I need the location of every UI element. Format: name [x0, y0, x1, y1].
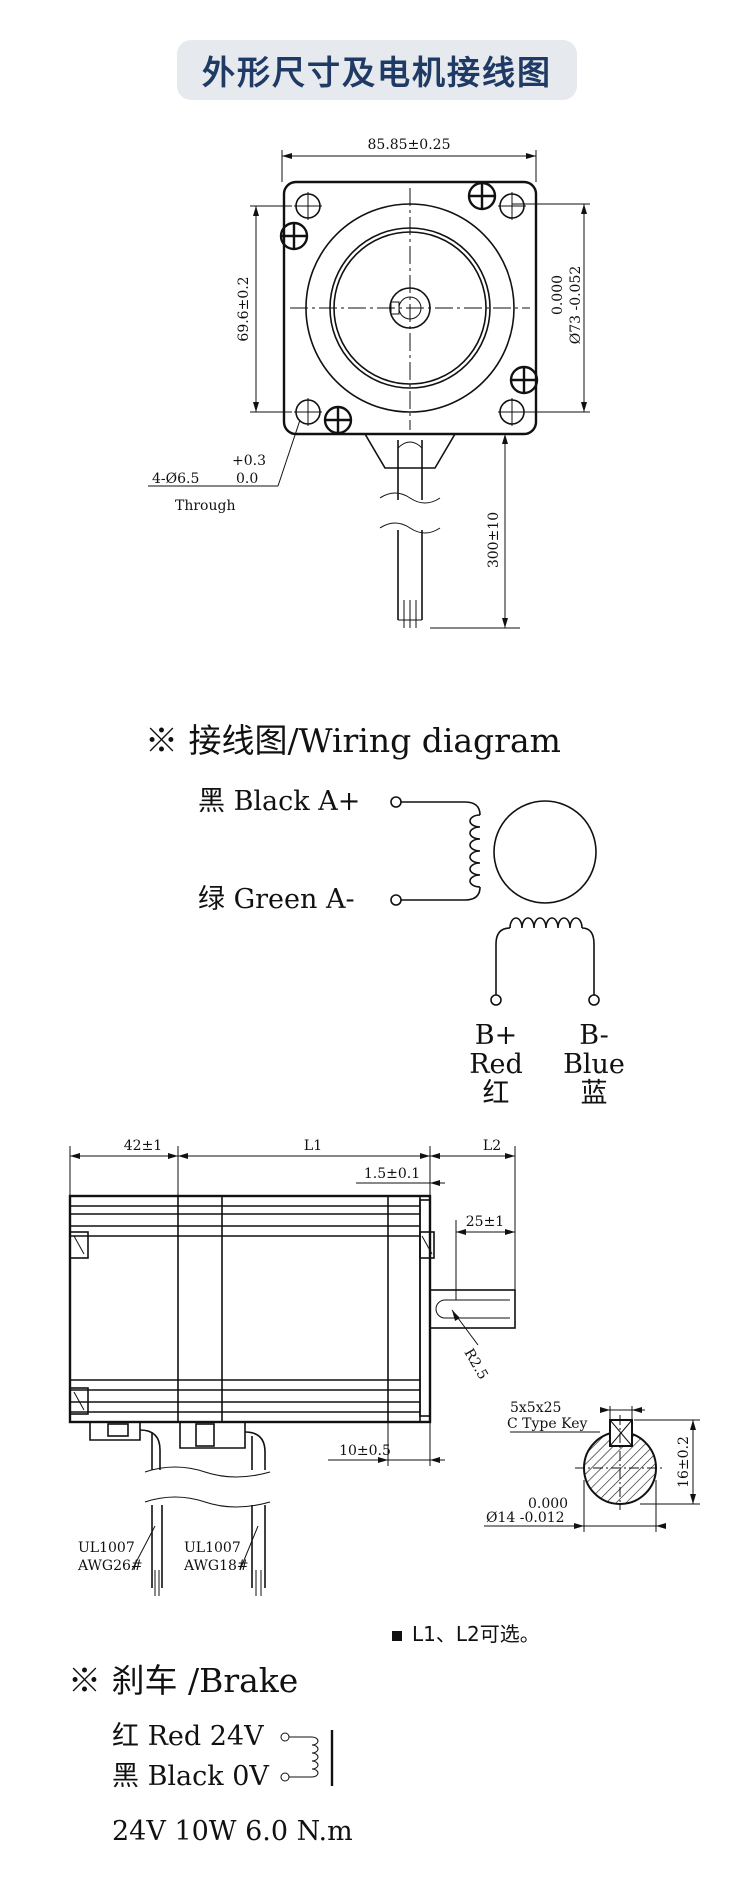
dim-R2-5: R2.5: [461, 1346, 491, 1382]
wiring-heading: ※ 接线图/Wiring diagram: [145, 721, 561, 760]
shaft-height-dim: 16±0.2: [676, 1436, 692, 1488]
dim-1-5: 1.5±0.1: [364, 1166, 420, 1182]
wire-a-minus-label: 绿 Green A-: [198, 884, 355, 915]
brake-section: ※ 刹车 /Brake 红 Red 24V 黑 Black 0V 24V 10W…: [68, 1661, 353, 1847]
front-view: 85.85±0.25 69.: [148, 137, 590, 629]
terminal-b-minus: [588, 994, 600, 1006]
bore-dimension: Ø73 -0.052: [568, 266, 584, 345]
dim-L2: L2: [483, 1138, 501, 1154]
wire-b-minus-color: Blue: [563, 1049, 625, 1080]
wire2-ul: UL1007: [184, 1540, 241, 1556]
wire-b-plus-color-cn: 红: [483, 1078, 510, 1109]
side-view: 42±1 L1 L2 1.5±0.1: [68, 1138, 700, 1596]
wire-b-plus-color: Red: [469, 1049, 523, 1080]
shaft-cross-section: 5x5x25 C Type Key 16±0.2 0.000 Ø14 -0.01…: [484, 1400, 700, 1532]
shaft-tolerance: 0.000: [528, 1496, 568, 1512]
bullet-square-icon: [392, 1630, 402, 1641]
key-size: 5x5x25: [510, 1400, 561, 1416]
brake-black-label: 黑 Black 0V: [112, 1761, 269, 1792]
page-title-badge: 外形尺寸及电机接线图: [177, 40, 577, 100]
shaft-diameter: Ø14 -0.012: [486, 1510, 565, 1526]
wire-b-minus-color-cn: 蓝: [581, 1078, 608, 1109]
wire1-awg: AWG26#: [77, 1558, 143, 1574]
options-note-text: L1、L2可选。: [412, 1622, 540, 1646]
brake-heading: ※ 刹车 /Brake: [68, 1661, 298, 1700]
dim-10: 10±0.5: [339, 1443, 391, 1459]
wire-b-plus-sign: B+: [475, 1020, 517, 1051]
brake-red-label: 红 Red 24V: [112, 1721, 264, 1752]
rotor-circle: [493, 800, 597, 904]
dim-L1: L1: [304, 1138, 322, 1154]
terminal-a-plus: [390, 796, 402, 808]
screw-icon: [509, 365, 539, 395]
dim-42: 42±1: [124, 1138, 162, 1154]
wire2-awg: AWG18#: [183, 1558, 249, 1574]
key-type: C Type Key: [507, 1416, 587, 1432]
wire-a-plus-label: 黑 Black A+: [198, 786, 360, 817]
options-note: L1、L2可选。: [392, 1618, 540, 1647]
brake-spec: 24V 10W 6.0 N.m: [112, 1816, 353, 1847]
wire-b-minus-sign: B-: [579, 1020, 608, 1051]
width-dimension: 85.85±0.25: [368, 137, 451, 153]
hole-lower-tolerance: 0.0: [236, 471, 258, 487]
screw-icon: [323, 405, 353, 435]
bore-tolerance: 0.000: [550, 275, 566, 315]
screw-icon: [467, 181, 497, 211]
page-title: 外形尺寸及电机接线图: [202, 53, 552, 92]
hole-dimension: 4-Ø6.5: [152, 471, 199, 487]
hole-through-label: Through: [175, 498, 235, 514]
wiring-diagram: ※ 接线图/Wiring diagram 黑 Black A+ 绿 Green …: [145, 721, 625, 1109]
hole-upper-tolerance: +0.3: [232, 453, 266, 469]
terminal-a-minus: [390, 894, 402, 906]
wire1-ul: UL1007: [78, 1540, 135, 1556]
cable-length-dimension: 300±10: [486, 512, 502, 568]
terminal-b-plus: [490, 994, 502, 1006]
screw-icon: [279, 221, 309, 251]
dim-25: 25±1: [466, 1214, 504, 1230]
height-dimension: 69.6±0.2: [236, 276, 252, 341]
